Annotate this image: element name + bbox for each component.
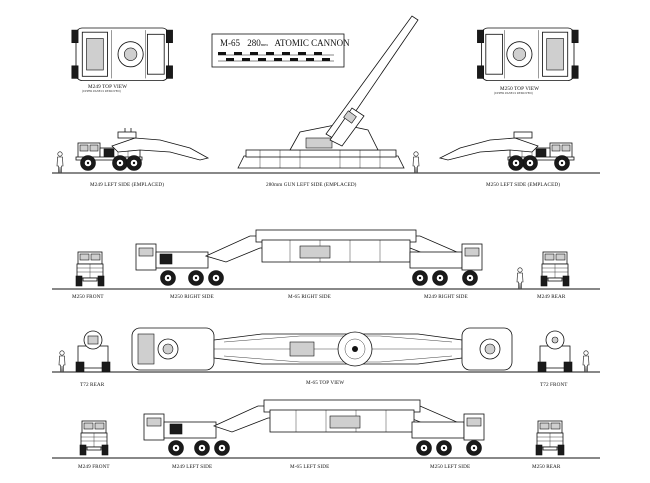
soldier-figure [516,267,524,290]
m249-top-view: M249 TOP VIEW (UPPER PANELS REMOVED) [71,27,174,93]
m250-top-view-label: M250 TOP VIEW [500,86,539,92]
scale-bar [218,52,334,62]
t72-rear-view: T72 REAR [75,330,111,388]
m250-right-label: M250 RIGHT SIDE [170,294,214,300]
t72-rear-label: T72 REAR [80,382,105,388]
m250-emplaced-label: M250 LEFT SIDE (EMPLACED) [486,181,560,188]
m65-right-label: M-65 RIGHT SIDE [288,294,331,300]
svg-text:M-65 280mm ATOMIC: M-65 280mm ATOMIC CANNON [220,38,350,48]
m249-right-label: M249 RIGHT SIDE [424,294,468,300]
title-block: M-65 280mm ATOMIC CANNON [211,33,350,68]
m65-right-side-travel: M250 RIGHT SIDE M-65 RIGHT SIDE M249 RIG… [135,229,483,300]
soldier-figure [56,151,64,174]
m250-rear-label: M250 REAR [532,464,561,470]
t72-front-label: T72 FRONT [540,382,568,388]
soldier-figure [58,350,66,373]
soldier-figure [582,350,590,373]
m249-top-view-sublabel: (UPPER PANELS REMOVED) [82,89,121,93]
m65-top-label: M-65 TOP VIEW [306,380,344,386]
m65-left-label: M-65 LEFT SIDE [290,464,329,470]
title-model: M-65 [220,38,240,48]
m250-rear-view: M250 REAR [532,420,565,470]
m65-left-side-travel: M249 LEFT SIDE M-65 LEFT SIDE M250 LEFT … [143,399,485,470]
m249-left-label: M249 LEFT SIDE [172,464,212,470]
m250-top-view: M250 TOP VIEW (UPPER PANELS REMOVED) [476,27,579,95]
m250-front-view: M250 FRONT [72,251,105,300]
m249-front-view: M249 FRONT [78,420,110,470]
m249-front-label: M249 FRONT [78,464,110,470]
m250-emplaced-side: M250 LEFT SIDE (EMPLACED) [438,131,574,188]
soldier-figure [412,151,420,174]
m249-top-view-label: M249 TOP VIEW [88,84,127,90]
m249-emplaced-label: M249 LEFT SIDE (EMPLACED) [90,181,164,188]
m250-front-label: M250 FRONT [72,294,104,300]
t72-front-view: T72 FRONT [537,330,573,388]
m249-rear-view: M249 REAR [537,251,570,300]
m250-left-label: M250 LEFT SIDE [430,464,470,470]
gun-emplaced-side: 280mm GUN LEFT SIDE (EMPLACED) [237,15,419,188]
title-caliber-unit: mm [261,42,269,47]
title-name: ATOMIC CANNON [275,38,351,48]
gun-emplaced-label: 280mm GUN LEFT SIDE (EMPLACED) [266,181,357,188]
m65-top-view: M-65 TOP VIEW [131,327,513,386]
m250-top-view-sublabel: (UPPER PANELS REMOVED) [494,91,533,95]
m249-emplaced-side: M249 LEFT SIDE (EMPLACED) [76,128,210,188]
m249-rear-label: M249 REAR [537,294,566,300]
title-caliber: 280 [247,38,261,48]
